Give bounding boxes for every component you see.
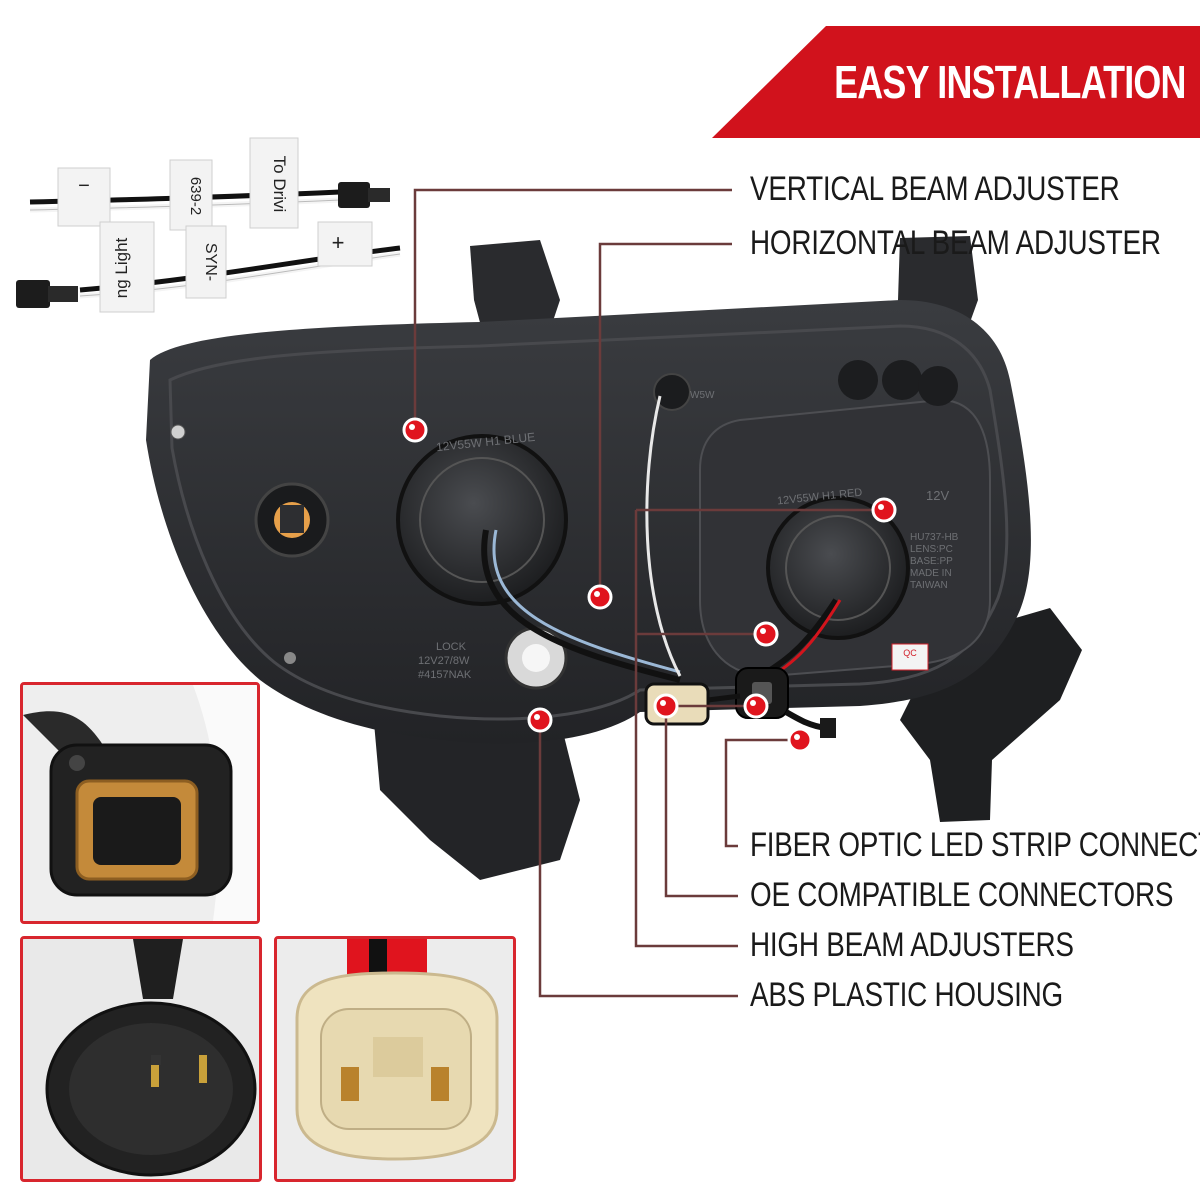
- banner: [712, 26, 1200, 138]
- wire-tag: −: [57, 167, 111, 227]
- callout-dot: [871, 497, 897, 523]
- wire-tag: To Drivi: [249, 137, 299, 229]
- svg-text:639-2: 639-2: [187, 177, 204, 215]
- callout-dot: [402, 417, 428, 443]
- svg-text:QC: QC: [903, 648, 917, 658]
- svg-text:BASE:PP: BASE:PP: [910, 556, 953, 567]
- bulb-cap-right: [766, 496, 910, 640]
- wire-tag: +: [317, 221, 373, 267]
- callout-dot: [527, 707, 553, 733]
- label-oe-compatible-connectors: OE COMPATIBLE CONNECTORS: [750, 876, 1174, 914]
- inset-white-socket: [274, 936, 516, 1182]
- svg-text:12V: 12V: [926, 488, 949, 503]
- inset-connector-side: [20, 682, 260, 924]
- banner-title: EASY INSTALLATION: [834, 56, 1186, 108]
- label-vertical-beam-adjuster: VERTICAL BEAM ADJUSTER: [750, 170, 1120, 208]
- leader-oe-compatible-connectors-a: [664, 706, 738, 898]
- leader-horizontal-beam-adjuster: [598, 242, 732, 597]
- svg-text:LENS:PC: LENS:PC: [910, 544, 953, 555]
- svg-text:W5W: W5W: [690, 390, 715, 401]
- banner-shape: [712, 26, 1200, 138]
- qc-sticker: QC: [891, 643, 929, 671]
- wire-harness: − 639-2 To Drivi ng Light SYN- +: [16, 137, 401, 313]
- label-horizontal-beam-adjuster: HORIZONTAL BEAM ADJUSTER: [750, 224, 1161, 262]
- inset-black-plug: [20, 936, 262, 1182]
- svg-text:MADE IN: MADE IN: [910, 568, 952, 579]
- leader-abs-plastic-housing: [538, 720, 738, 998]
- svg-text:+: +: [332, 230, 345, 255]
- svg-text:12V27/8W: 12V27/8W: [418, 655, 470, 667]
- label-fiber-optic-led-strip-connector: FIBER OPTIC LED STRIP CONNECTOR: [750, 826, 1200, 864]
- label-abs-plastic-housing: ABS PLASTIC HOUSING: [750, 976, 1063, 1014]
- svg-text:−: −: [78, 175, 90, 197]
- callout-dot: [743, 693, 769, 719]
- label-high-beam-adjusters: HIGH BEAM ADJUSTERS: [750, 926, 1074, 964]
- connector-icon: [338, 182, 370, 208]
- wire-tag: 639-2: [169, 159, 213, 231]
- svg-text:LOCK: LOCK: [436, 641, 467, 653]
- svg-text:To Drivi: To Drivi: [270, 156, 289, 213]
- leader-high-beam-adjusters-c: [634, 510, 738, 948]
- bulb-cap-left: [396, 434, 568, 606]
- w5w-socket: [653, 373, 691, 411]
- callout-dot: [787, 727, 813, 753]
- svg-text:SYN-: SYN-: [202, 243, 219, 281]
- wire: [645, 395, 682, 677]
- mounting-tab: [372, 700, 580, 880]
- svg-text:#4157NAK: #4157NAK: [418, 669, 472, 681]
- leader-vertical-beam-adjuster: [413, 188, 732, 430]
- svg-text:HU737-HB: HU737-HB: [910, 532, 959, 543]
- wire-tag: ng Light: [99, 221, 155, 313]
- wire-tag: SYN-: [185, 225, 227, 299]
- callout-dot: [753, 621, 779, 647]
- connector-icon: [16, 280, 50, 308]
- svg-text:ng Light: ng Light: [112, 237, 131, 298]
- callout-dot: [587, 584, 613, 610]
- leader-fiber-optic-led-strip-connector: [724, 738, 800, 848]
- svg-text:TAIWAN: TAIWAN: [910, 580, 948, 591]
- callout-dot: [653, 693, 679, 719]
